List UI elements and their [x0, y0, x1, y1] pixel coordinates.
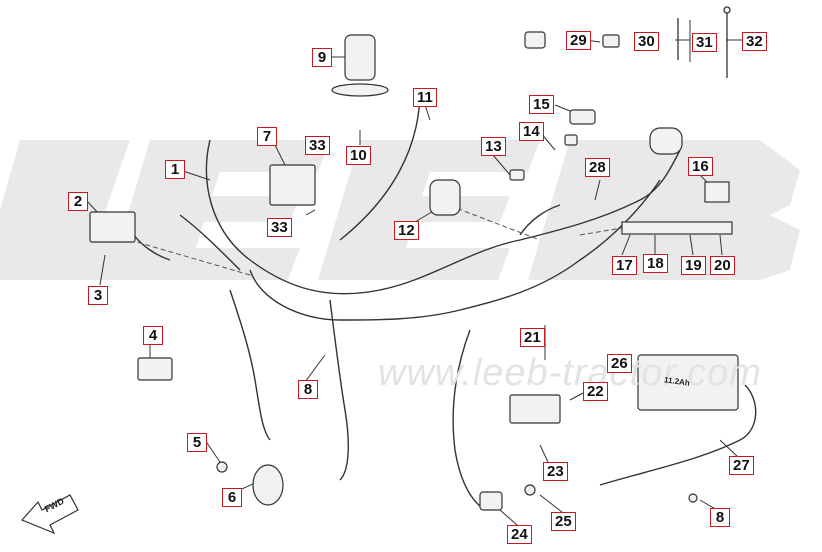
callout-8: 8	[298, 380, 318, 399]
callout-9: 9	[312, 48, 332, 67]
battery	[637, 354, 739, 411]
switch-block	[137, 357, 173, 381]
connector-15	[569, 109, 596, 125]
connector-14	[564, 134, 578, 146]
callout-32: 32	[742, 32, 767, 51]
watermark-url: www.leeb-tractor.com	[378, 352, 762, 394]
callout-2: 2	[68, 192, 88, 211]
callout-27: 27	[729, 456, 754, 475]
clip	[524, 31, 546, 49]
callout-30: 30	[634, 32, 659, 51]
callout-6: 6	[222, 488, 242, 507]
callout-16: 16	[688, 157, 713, 176]
callout-31: 31	[692, 33, 717, 52]
callout-11: 11	[413, 88, 437, 107]
callout-26: 26	[607, 354, 632, 373]
callout-25: 25	[551, 512, 576, 531]
washer	[524, 484, 536, 496]
terminal-set	[704, 181, 730, 203]
callout-15: 15	[529, 95, 554, 114]
ignition-plate	[331, 83, 389, 97]
watermark-logo	[0, 140, 800, 280]
callout-29: 29	[566, 31, 591, 50]
callout-20: 20	[710, 256, 735, 275]
callout-33: 33	[305, 136, 330, 155]
connector-13	[509, 169, 525, 181]
callout-4: 4	[143, 326, 163, 345]
sensor	[479, 491, 503, 511]
callout-24: 24	[507, 525, 532, 544]
callout-19: 19	[681, 256, 706, 275]
callout-21: 21	[520, 328, 545, 347]
fuse-block	[621, 221, 733, 235]
clamp	[602, 34, 620, 48]
relay-connector	[429, 179, 461, 216]
callout-3: 3	[88, 286, 108, 305]
fwd-arrow-icon	[20, 494, 79, 535]
callout-7: 7	[257, 127, 277, 146]
callout-23: 23	[543, 462, 568, 481]
callout-14: 14	[519, 122, 544, 141]
parts	[89, 31, 739, 511]
nut-rear	[688, 493, 698, 503]
control-unit	[269, 164, 316, 206]
cable-ties	[677, 6, 731, 78]
leader-lines	[85, 20, 742, 526]
regulator-rectifier	[509, 394, 561, 424]
starter-relay	[649, 127, 683, 155]
callout-18: 18	[643, 254, 668, 273]
callout-17: 17	[612, 256, 637, 275]
callout-12: 12	[394, 221, 419, 240]
ecu-module	[89, 211, 136, 243]
nut	[216, 461, 228, 473]
callout-10: 10	[346, 146, 371, 165]
callout-1: 1	[165, 160, 185, 179]
callout-5: 5	[187, 433, 207, 452]
horn	[252, 464, 284, 506]
callout-33-lower: 33	[267, 218, 292, 237]
callout-8-rear: 8	[710, 508, 730, 527]
callout-13: 13	[481, 137, 506, 156]
ignition-switch	[344, 34, 376, 81]
callout-28: 28	[585, 158, 610, 177]
callout-22: 22	[583, 382, 608, 401]
